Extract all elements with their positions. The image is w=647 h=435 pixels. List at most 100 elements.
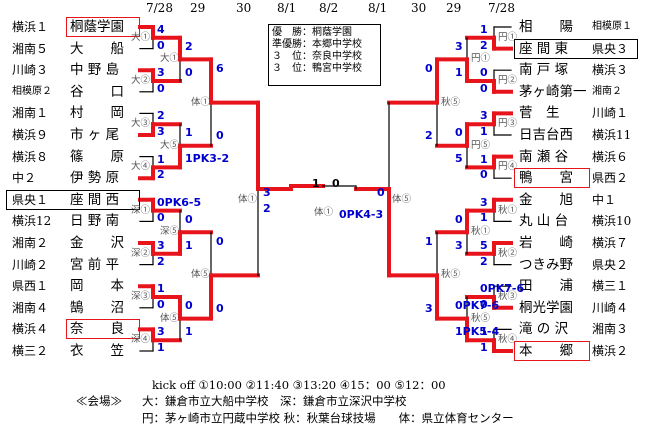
venue-label: 秋① [498,204,518,216]
match-score: 0 [377,186,385,199]
venue-label: 体⑤ [160,312,180,324]
match-score: 1 [185,126,193,140]
venue-list-1: 大：鎌倉市立大船中学校 深：鎌倉市立深沢中学校 [142,394,407,408]
venue-label: 体① [238,194,258,205]
match-score: 3 [157,239,165,252]
team-name: 南 戸 塚 [519,62,569,79]
venue-label: 深⑤ [160,226,180,238]
match-score: 1 [480,341,488,354]
team-region: 県西２ [592,171,629,186]
round-date: 29 [190,1,206,15]
round-date: 30 [411,1,427,15]
match-score: 0 [216,301,224,315]
team-name: 大 船 [70,40,124,57]
venue-label: 大④ [131,161,151,173]
match-score: 1 [455,66,463,79]
match-score: 1 [480,125,488,138]
match-score: 1 [480,211,488,225]
team-name: 谷 口 [70,83,124,100]
venue-label: 深③ [131,291,151,302]
team-region: 川崎２ [12,257,49,272]
team-name: 鵠 沼 [70,299,124,316]
match-score: 1 [480,325,488,339]
team-name: 奈 良 [70,321,124,338]
team-region: 横浜２ [592,344,629,358]
match-score: 3 [455,238,463,252]
team-region: 横三１ [592,279,629,294]
team-region: 川崎３ [12,63,49,78]
team-name: 日吉台西 [519,127,573,143]
team-name: 茅ヶ崎第一 [519,83,587,100]
team-name: 丸 山 台 [519,213,569,230]
venue-label: 秋⑤ [471,312,491,324]
team-name: つきみ野 [519,256,573,273]
team-region: 県西１ [12,279,49,294]
match-score: 0PK7-6 [480,282,525,296]
team-region: 湘南２ [12,236,49,250]
team-highlight-box [514,38,638,59]
team-name: 本 郷 [519,343,573,359]
venue-label: 大⑤ [160,139,180,151]
venue-label: 大③ [131,118,151,130]
match-score: 1 [480,23,488,36]
round-date: 7/28 [488,1,515,15]
match-score: 5 [480,239,488,252]
match-score: 5 [455,152,463,166]
match-score: 6 [216,62,224,76]
team-name: 相 陽 [519,19,573,35]
venue-label: 大① [131,31,151,43]
team-region: 横浜11 [592,128,632,142]
match-score: 1PK5-4 [455,325,500,339]
match-score: 1PK3-2 [185,152,230,166]
team-region: 中２ [12,171,37,186]
venue-label: 秋① [471,226,491,238]
match-score: 4 [157,23,165,36]
team-region: 川崎４ [592,300,629,315]
match-score: 0 [216,235,224,249]
team-name: 桐光学園 [519,299,573,316]
runner-up-text: 準優勝：本郷中学校 [272,39,362,50]
team-name: 衣 笠 [70,343,124,359]
round-date: 29 [446,1,462,15]
team-name: 宮 前 平 [70,256,120,273]
team-name: 座 間 東 [519,40,569,57]
match-score: 0 [157,297,165,311]
match-score: 0 [185,66,193,79]
team-region: 県央１ [12,192,49,207]
third-place-text-2: ３ 位：鴨宮中学校 [272,63,362,74]
team-region: 横浜４ [12,322,49,337]
match-score: 2 [480,254,488,268]
team-highlight-box [514,341,590,361]
team-region: 川崎１ [592,106,629,121]
match-score: 0 [480,81,488,95]
match-score: 3 [157,325,165,339]
venue-label: 円④ [498,161,518,173]
match-score: 3 [480,195,488,209]
team-region: 湘南２ [592,85,622,97]
match-score: 3 [157,66,165,80]
venue-label: 体① [314,207,334,218]
team-name: 篠 原 [70,148,124,165]
team-name: 鴨 宮 [519,170,573,187]
match-score: 2 [157,109,165,123]
venue-label: 秋③ [498,291,518,302]
team-region: 中１ [592,192,617,207]
match-score: 0 [157,38,165,52]
round-date: 8/1 [277,1,297,15]
team-region: 横浜12 [12,214,52,229]
team-highlight-box [6,189,140,210]
team-name: 中 野 島 [70,62,120,79]
kickoff-times: kick off ①10:00 ②11:40 ③13:20 ④15：00 ⑤12… [152,378,446,392]
match-score: 0 [455,212,463,226]
team-name: 金 旭 [519,191,573,208]
team-region: 横浜７ [592,236,629,250]
round-date: 7/28 [146,1,173,15]
match-score: 1 [185,238,193,252]
round-date: 8/1 [368,1,388,15]
team-highlight-box [514,168,590,189]
venue-label: 秋② [498,247,518,259]
round-date: 8/2 [319,1,339,15]
team-name: 桐蔭学園 [70,19,124,35]
venue-label: 円① [471,53,491,65]
